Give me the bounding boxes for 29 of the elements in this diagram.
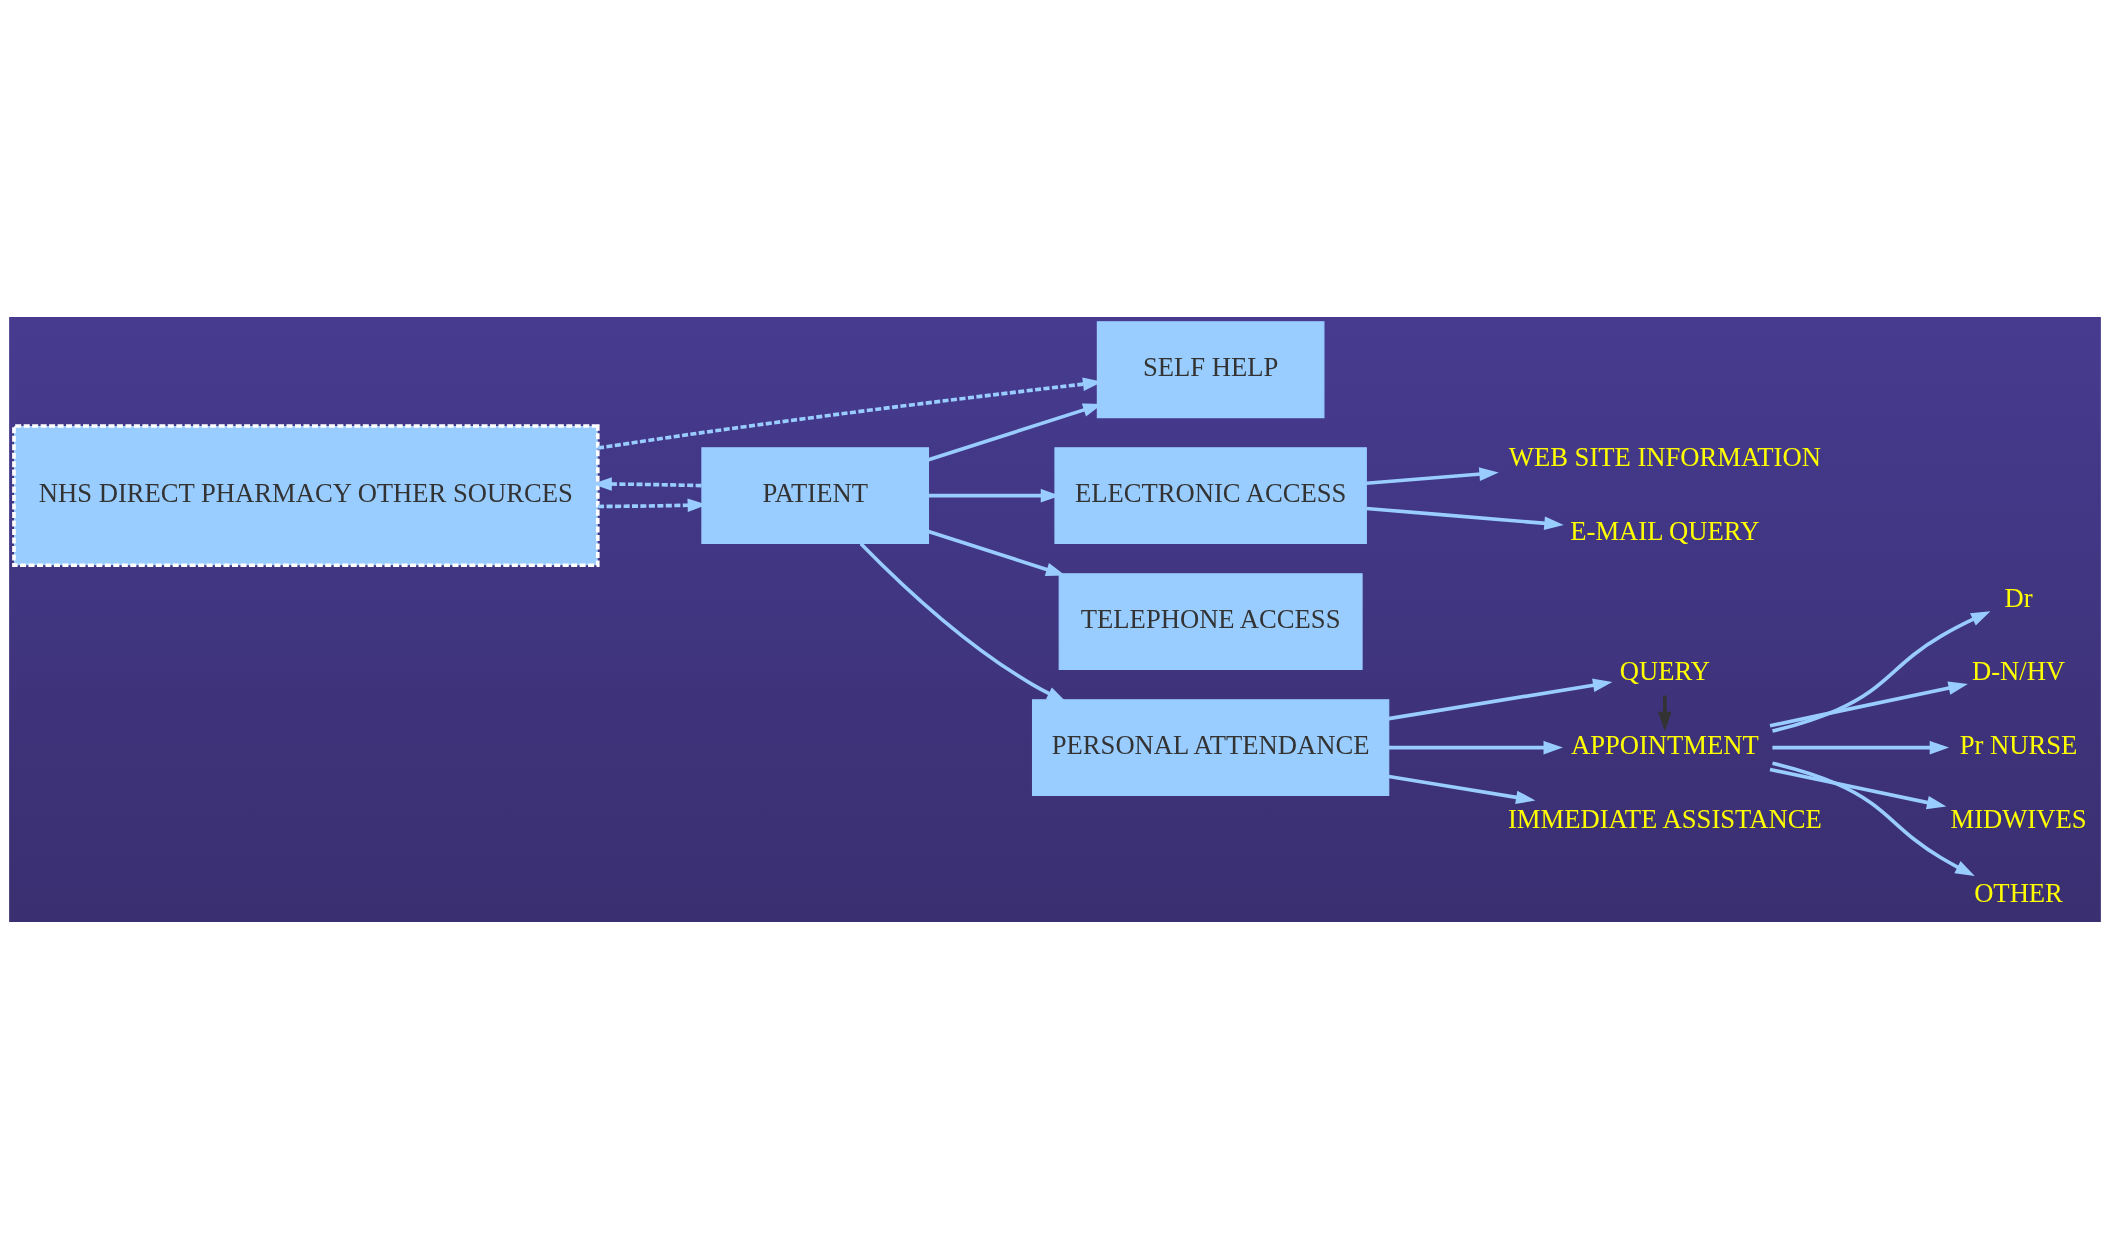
arrow <box>1388 740 1563 754</box>
node-text: QUERY <box>1619 655 1710 686</box>
arrow <box>1772 610 1991 733</box>
arrow <box>1388 678 1613 720</box>
node-box: PERSONAL ATTENDANCE <box>1032 698 1390 796</box>
arrow <box>1772 740 1950 754</box>
arrow <box>1658 695 1672 731</box>
arrow <box>1388 774 1536 804</box>
arrow <box>927 529 1066 576</box>
node-text: APPOINTMENT <box>1570 729 1759 760</box>
node-box: PATIENT <box>701 446 930 544</box>
arrow <box>1366 506 1564 530</box>
arrow <box>1366 466 1499 485</box>
node-text: D-N/HV <box>1971 655 2066 686</box>
node-text: Pr NURSE <box>1959 729 2078 760</box>
arrow <box>1769 767 1947 809</box>
node-text: E-MAIL QUERY <box>1570 515 1760 546</box>
arrow <box>1769 680 1968 727</box>
node-text: WEB SITE INFORMATION <box>1508 441 1821 472</box>
node-text: MIDWIVES <box>1950 803 2087 834</box>
node-box: ELECTRONIC ACCESS <box>1054 446 1367 544</box>
node-text: OTHER <box>1974 877 2063 908</box>
node-text: Dr <box>2004 582 2033 613</box>
node-box: NHS DIRECT PHARMACY OTHER SOURCES <box>12 423 600 567</box>
node-text: IMMEDIATE ASSISTANCE <box>1508 803 1822 834</box>
arrow <box>1772 760 1975 876</box>
arrow <box>859 541 1067 702</box>
node-box: TELEPHONE ACCESS <box>1058 572 1363 670</box>
node-box: SELF HELP <box>1096 320 1325 418</box>
